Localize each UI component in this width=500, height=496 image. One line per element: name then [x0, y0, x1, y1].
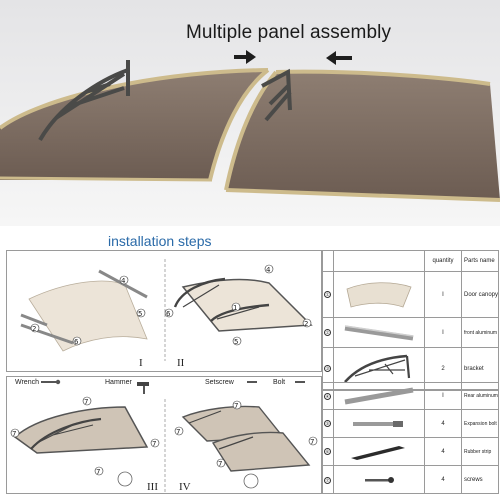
callout-7f: 7 — [176, 428, 180, 436]
setscrew-icon — [247, 381, 257, 383]
callout-7d: 7 — [96, 468, 100, 476]
table-row: ① I Door canopy — [322, 272, 499, 318]
table-row: ④ I Rear aluminum bar — [322, 382, 499, 410]
callout-7h: 7 — [218, 460, 222, 468]
front-strip-image — [344, 324, 414, 340]
row-qty: 4 — [425, 438, 462, 465]
row-name: Rubber strip — [464, 448, 492, 455]
table-row: ⑤ 4 Expansion bolt — [322, 410, 499, 438]
header-quantity: quantity — [425, 250, 462, 271]
row-qty: 4 — [425, 410, 462, 437]
step-panel-1-2: 4 5 2 6 1 4 6 2 5 I II — [6, 250, 322, 372]
row-qty: I — [425, 318, 462, 347]
hero-image: Multiple panel assembly — [0, 0, 500, 226]
callout-5b: 5 — [234, 338, 238, 346]
row-number: ⑤ — [324, 420, 331, 427]
callout-1: 1 — [233, 304, 237, 312]
callout-4: 4 — [121, 277, 126, 285]
row-number: ⑥ — [324, 448, 331, 455]
callout-2b: 2 — [304, 320, 308, 328]
screw-image — [365, 477, 394, 483]
step-3-4-diagram: 7 7 7 7 7 7 7 7 — [10, 379, 318, 493]
header-parts-name: Parts name — [464, 257, 495, 264]
installation-steps-title: installation steps — [108, 233, 212, 249]
callout-6: 6 — [74, 338, 79, 346]
step-label-3: III — [147, 481, 158, 493]
table-row: ⑦ 4 screws — [322, 466, 499, 494]
row-name: Door canopy — [464, 291, 499, 298]
canopy-assembly-illustration — [0, 50, 500, 202]
row-number: ⑦ — [324, 476, 331, 484]
canopy-sheet — [28, 280, 148, 352]
center-bracket — [261, 68, 292, 122]
row-number: ③ — [324, 365, 331, 372]
row-name: screws — [464, 477, 483, 483]
row-qty: I — [425, 383, 462, 409]
row-qty: 4 — [425, 466, 462, 494]
bolt-label: Bolt — [273, 379, 286, 386]
step-panel-3-4: 7 7 7 7 7 7 7 7 Wrench Hammer Setscrew B… — [6, 376, 322, 494]
left-arrow-icon — [326, 51, 352, 65]
assembled-canopy — [181, 278, 313, 332]
row-number: ④ — [324, 392, 331, 400]
expansion-bolt-image — [353, 420, 403, 427]
bolt-icon — [295, 381, 305, 383]
callout-7b: 7 — [12, 430, 16, 438]
hammer-icon — [137, 382, 149, 394]
right-arrow-icon — [234, 50, 256, 64]
front-strip — [20, 323, 74, 345]
hammer-label: Hammer — [105, 379, 132, 386]
setscrew-label: Setscrew — [205, 379, 234, 386]
callout-7a: 7 — [84, 398, 88, 406]
step-label-1: I — [139, 357, 143, 369]
bracket-image — [344, 354, 411, 383]
row-name: Rear aluminum bar — [464, 393, 499, 399]
callout-2: 2 — [32, 325, 36, 333]
step-label-4: IV — [179, 481, 191, 493]
wrench-label: Wrench — [15, 379, 39, 386]
right-canopy-panel — [226, 71, 500, 200]
row-qty: I — [425, 272, 462, 317]
row-number: ① — [324, 291, 331, 298]
table-row: ⑥ 4 Rubber strip — [322, 438, 499, 466]
callout-7g: 7 — [310, 438, 314, 446]
row-name: Expansion bolt — [464, 420, 497, 427]
step-1-2-diagram: 4 5 2 6 1 4 6 2 5 — [20, 259, 313, 361]
table-header-row: quantity Parts name — [322, 250, 499, 272]
row-name: front aluminum strip — [464, 329, 499, 336]
rear-bar-image — [344, 387, 414, 405]
canopy-wall-mount — [13, 406, 149, 454]
step-label-2: II — [177, 357, 185, 369]
callout-7e: 7 — [234, 402, 238, 410]
left-bracket — [38, 60, 130, 141]
row-number: ② — [324, 329, 331, 336]
callout-5: 5 — [138, 310, 142, 318]
row-name: bracket — [464, 365, 484, 372]
door-canopy-image — [346, 281, 412, 308]
callout-7c: 7 — [152, 440, 156, 448]
callout-4b: 4 — [266, 266, 271, 274]
table-row: ② I front aluminum strip — [322, 318, 499, 348]
left-canopy-panel — [0, 70, 268, 180]
callout-6b: 6 — [166, 310, 171, 318]
parts-table: quantity Parts name ① I Door canopy ② I … — [322, 250, 499, 494]
rubber-strip-image — [351, 445, 405, 460]
row-qty: 2 — [425, 348, 462, 389]
wrench-icon — [41, 379, 61, 385]
hero-title: Multiple panel assembly — [186, 22, 392, 43]
